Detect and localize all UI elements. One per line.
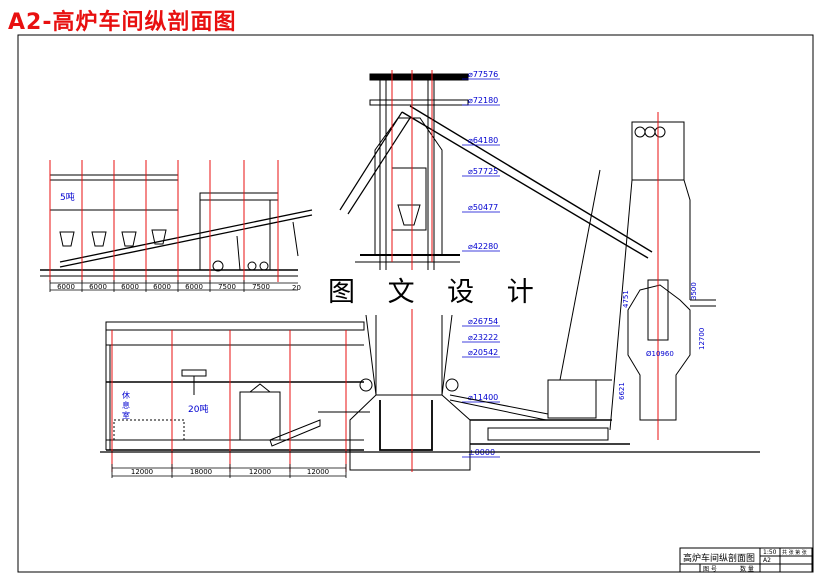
elevation-label: ⌀11400	[468, 393, 498, 402]
stockhouse-columns	[49, 160, 279, 282]
elevation-marker: ⌀72180	[462, 96, 500, 106]
dim-label: 6000	[121, 283, 139, 291]
watermark-text: 图 文 设 计	[326, 270, 548, 309]
title-block	[679, 547, 813, 573]
dim-label: 12000	[249, 468, 271, 476]
elevation-marker: ⌀20542	[462, 348, 500, 358]
elevation-label: ⌀64180	[468, 136, 498, 145]
title-block-size: A2	[763, 557, 771, 564]
title-block-row2b: 数 量	[740, 565, 754, 573]
dim-label: 6000	[57, 283, 75, 291]
title-block-sheet: 共 张 第 张	[782, 549, 807, 556]
slag-track	[318, 394, 630, 445]
elevation-markers: ⌀77576 ⌀72180 ⌀64180 ⌀57725 ⌀50477 ⌀42280 ⌀267…	[462, 70, 500, 458]
bottom-dimension-chain	[112, 467, 346, 477]
dim-label: 18000	[190, 468, 212, 476]
label-rest-1: 休	[122, 390, 130, 400]
elevation-marker: ⌀26754	[462, 317, 500, 327]
dim-6621: 6621	[618, 382, 626, 400]
elevation-label: ⌀23222	[468, 333, 498, 342]
elevation-label: ⌀77576	[468, 70, 498, 79]
top-dimension-chain	[50, 282, 298, 291]
elevation-label: ⌀20542	[468, 348, 498, 357]
dim-label: 6000	[153, 283, 171, 291]
elevation-marker: ⌀57725	[462, 167, 500, 177]
elevation-marker: ⌀77576	[462, 70, 500, 80]
label-5-ton: 5吨	[60, 191, 75, 203]
title-block-name: 高炉车间纵剖面图	[683, 552, 755, 564]
elevation-label: ⌀42280	[468, 242, 498, 251]
label-rest-2: 息	[122, 400, 130, 410]
bottom-dimension-values: 12000 18000 12000 12000	[111, 464, 347, 478]
sheet-border	[17, 34, 814, 573]
title-block-scale: 1:50	[763, 549, 777, 556]
elevation-label: ⌀26754	[468, 317, 498, 326]
dim-4751: 4751	[622, 290, 630, 308]
elevation-marker: ⌀64180	[462, 136, 500, 146]
elevation-marker: ⌀11400	[462, 393, 500, 403]
dim-d10960: Ø10960	[646, 350, 674, 358]
title-block-row2a: 图 号	[703, 566, 717, 573]
dim-label: 12000	[307, 468, 329, 476]
cast-house-building	[105, 321, 365, 451]
dim-label: 12000	[131, 468, 153, 476]
stockhouse-building	[40, 174, 313, 277]
elevation-label: ⌀50477	[468, 203, 498, 212]
label-20-ton: 20吨	[188, 403, 208, 415]
dust-catcher	[547, 121, 716, 431]
cast-house-columns	[111, 330, 347, 472]
dim-20: 20	[292, 284, 301, 292]
drawing-title: A2-高炉车间纵剖面图	[8, 10, 237, 35]
dim-3500: 3500	[690, 282, 698, 300]
top-dimension-values: 6000 6000 6000 6000 6000 7500 7500	[49, 280, 270, 292]
dim-label: 6000	[89, 283, 107, 291]
elevation-marker: ⌀42280	[462, 242, 500, 252]
label-rest-3: 室	[122, 410, 130, 420]
elevation-label: ⌀57725	[468, 167, 498, 176]
elevation-marker: ⌀23222	[462, 333, 500, 343]
elevation-label: ⌀72180	[468, 96, 498, 105]
dim-label: 7500	[252, 283, 270, 291]
elevation-marker: ⌀50477	[462, 203, 500, 213]
dim-12700: 12700	[698, 328, 706, 350]
dim-label: 6000	[185, 283, 203, 291]
dim-label: 7500	[218, 283, 236, 291]
